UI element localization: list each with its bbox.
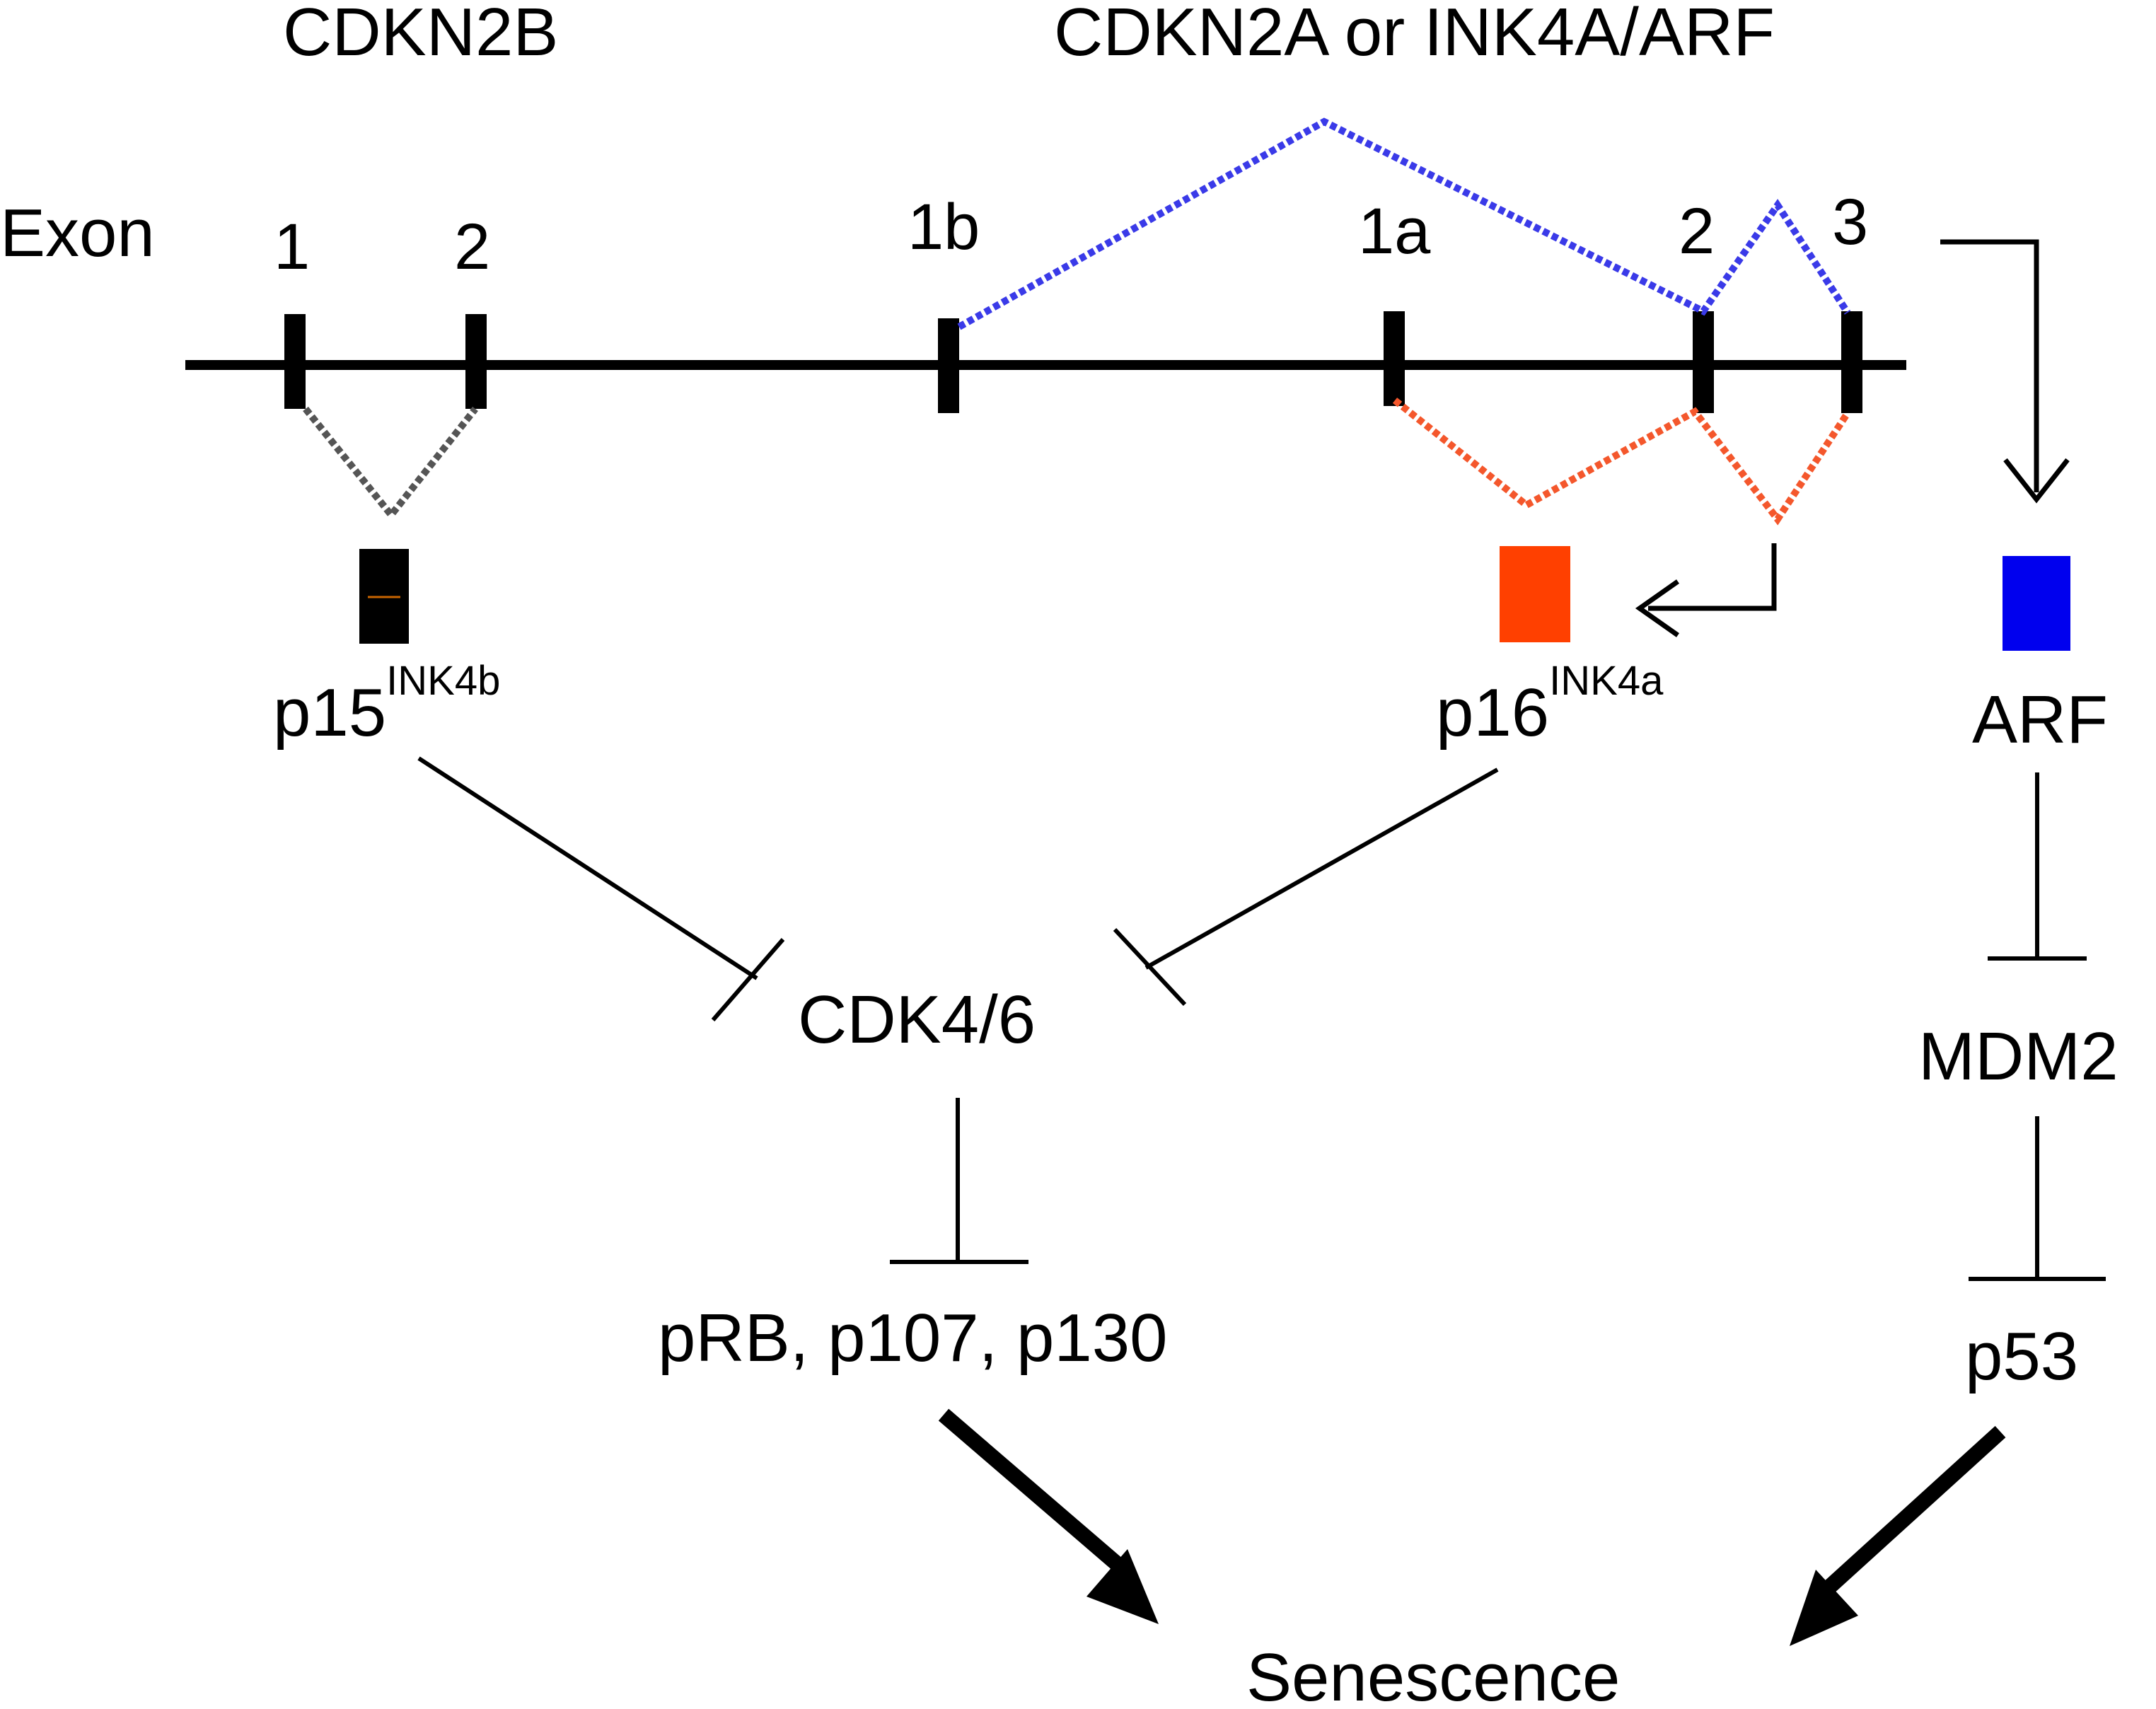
- p53-to-senescence-arrowhead: [1790, 1570, 1858, 1646]
- exon-number-cdkn2b-2: 2: [454, 211, 490, 283]
- exon-label: Exon: [0, 195, 155, 271]
- cdkn2a-gene-label: CDKN2A or INK4A/ARF: [1054, 0, 1775, 70]
- exon-number-1a: 1a: [1358, 195, 1431, 267]
- p16-label: p16INK4a: [1436, 658, 1664, 751]
- prb-to-senescence-arrow: [938, 1408, 1132, 1578]
- p15-inhibit-bar: [711, 938, 785, 1021]
- arf-product-arrow: [1940, 239, 2039, 492]
- p53-label: p53: [1965, 1319, 2078, 1394]
- p15-superscript: INK4b: [386, 658, 500, 704]
- prb-to-senescence-arrowhead: [1086, 1549, 1159, 1624]
- p16-inhibits-cdk-line: [1144, 767, 1499, 970]
- exon-block-2: [1693, 311, 1714, 413]
- senescence-label: Senescence: [1246, 1640, 1620, 1709]
- exon-block-cdkn2b-2: [465, 314, 487, 409]
- cdk46-label: CDK4/6: [798, 982, 1036, 1058]
- exon-number-1b: 1b: [908, 191, 980, 263]
- exon-block-1a: [1384, 311, 1405, 406]
- cdkn2b-gene-label: CDKN2B: [283, 0, 558, 70]
- p53-to-senescence-arrow: [1818, 1425, 2006, 1599]
- p16-superscript: INK4a: [1549, 658, 1664, 704]
- p15-inhibits-cdk-line: [417, 756, 758, 980]
- p16-product-arrowhead: [1635, 579, 1680, 637]
- p15-splice-path: [303, 406, 478, 521]
- p16-inhibit-bar: [1113, 927, 1187, 1007]
- p16-splice-path: [1392, 398, 1851, 526]
- p15-label: p15INK4b: [273, 658, 500, 751]
- exon-block-cdkn2b-1: [284, 314, 306, 409]
- exon-block-3: [1841, 311, 1862, 413]
- p16-product-box: [1500, 546, 1570, 642]
- mdm2-label: MDM2: [1918, 1019, 2119, 1094]
- arf-product-box: [2003, 556, 2070, 651]
- p16-product-arrow: [1648, 543, 1777, 611]
- arf-splice-path: [957, 117, 1851, 330]
- arf-label: ARF: [1972, 682, 2108, 758]
- arf-product-arrowhead: [2003, 458, 2070, 504]
- exon-number-2: 2: [1679, 195, 1715, 267]
- prb-family-label: pRB, p107, p130: [658, 1300, 1168, 1376]
- exon-number-3: 3: [1832, 186, 1868, 258]
- exon-number-cdkn2b-1: 1: [274, 211, 310, 283]
- exon-block-1b: [938, 318, 959, 413]
